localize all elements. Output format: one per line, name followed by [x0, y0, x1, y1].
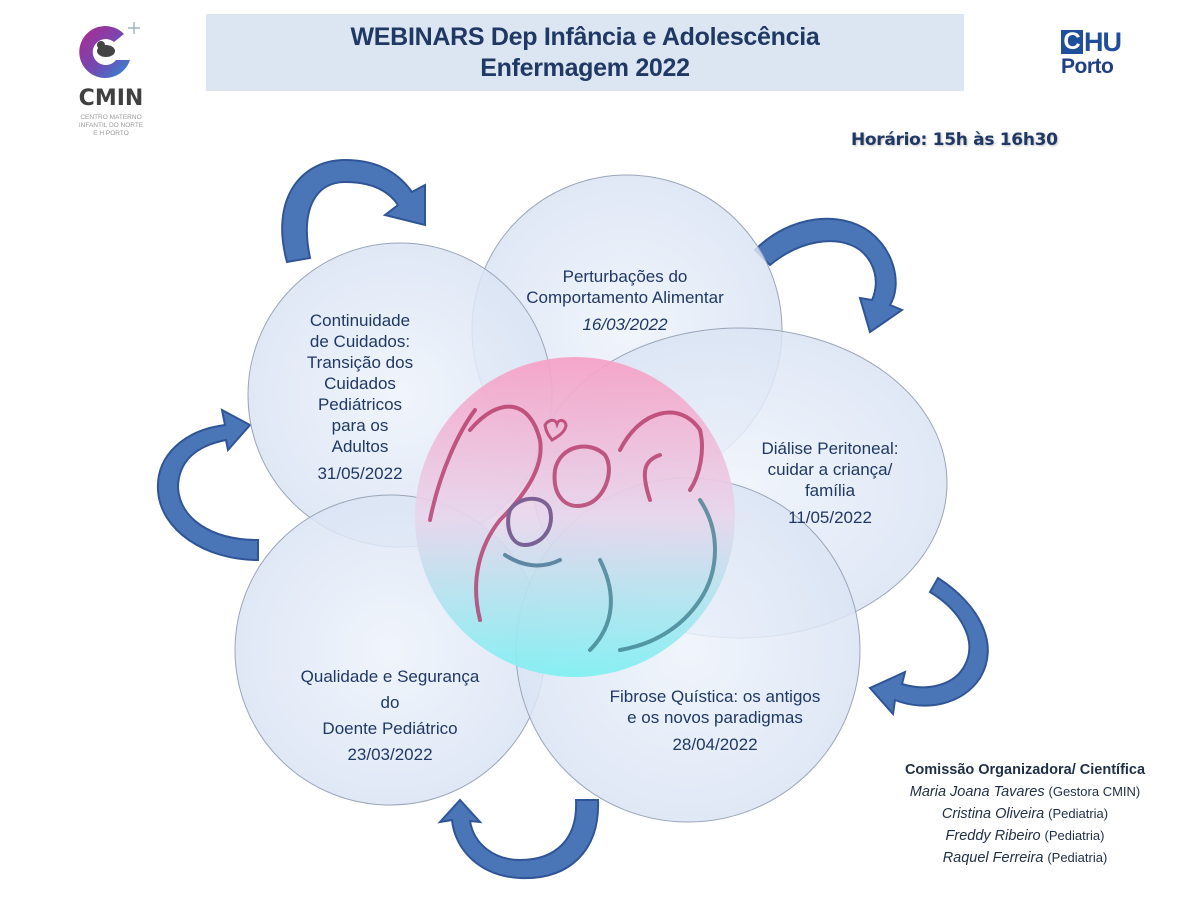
schedule-time: Horário: 15h às 16h30: [851, 130, 1058, 150]
member-name: Raquel Ferreira: [942, 850, 1044, 866]
cmin-subtitle-line: INFANTIL DO NORTE: [78, 122, 144, 129]
family-illustration-icon: [428, 404, 717, 652]
session-3-topic-line: Diálise Peritoneal:: [761, 439, 899, 458]
session-4-text: Fibrose Quística: os antigos e os novos …: [575, 686, 855, 755]
member-role: (Gestora CMIN): [1048, 784, 1141, 799]
session-1-topic-line: Cuidados: [324, 374, 396, 393]
chu-porto-logo: C HU Porto: [1058, 28, 1130, 84]
session-1-topic-line: Adultos: [331, 437, 389, 456]
session-1-topic-line: Pediátricos: [317, 395, 403, 414]
arrow-right: [868, 576, 989, 717]
committee-member: Cristina Oliveira (Pediatria): [870, 803, 1180, 825]
chu-logo-porto: Porto: [1061, 55, 1114, 78]
session-2-date: 16/03/2022: [582, 315, 668, 334]
chu-logo-c: C: [1061, 30, 1083, 54]
arrow-top-left: [281, 158, 426, 264]
session-5-topic-line: do: [380, 693, 400, 712]
arrow-bottom: [437, 798, 600, 880]
committee-heading: Comissão Organizadora/ Científica: [904, 762, 1146, 778]
title-banner: WEBINARS Dep Infância e Adolescência Enf…: [206, 14, 964, 91]
cmin-logo: CMIN CENTRO MATERNO INFANTIL DO NORTE E …: [68, 16, 158, 146]
member-name: Cristina Oliveira: [941, 806, 1045, 822]
cmin-logo-text: CMIN: [78, 86, 144, 111]
session-3-date: 11/05/2022: [788, 508, 872, 527]
committee-member: Raquel Ferreira (Pediatria): [870, 847, 1180, 869]
title-line-1: WEBINARS Dep Infância e Adolescência: [350, 22, 820, 51]
session-4-date: 28/04/2022: [672, 735, 758, 754]
cmin-subtitle-line: E H PORTO: [93, 130, 129, 137]
chu-logo-hu: HU: [1084, 27, 1122, 57]
committee-member: Maria Joana Tavares (Gestora CMIN): [870, 781, 1180, 803]
session-1-topic-line: Continuidade: [309, 311, 411, 330]
session-2-topic-line: Perturbações do: [562, 267, 688, 286]
session-4-topic-line: Fibrose Quística: os antigos: [609, 687, 821, 706]
session-3-topic-line: cuidar a criança/: [767, 460, 893, 479]
title-line-2: Enfermagem 2022: [480, 53, 690, 82]
session-3-topic-line: família: [804, 481, 856, 500]
session-2-topic-line: Comportamento Alimentar: [526, 288, 724, 307]
center-family-image: [415, 357, 735, 677]
session-4-topic-line: e os novos paradigmas: [627, 708, 803, 727]
session-5-topic-line: Qualidade e Segurança: [300, 667, 480, 686]
session-2-text: Perturbações do Comportamento Alimentar …: [490, 266, 760, 335]
session-5-date: 23/03/2022: [347, 745, 433, 764]
cmin-subtitle-line: CENTRO MATERNO: [80, 114, 142, 121]
committee-member: Freddy Ribeiro (Pediatria): [870, 825, 1180, 847]
cmin-emblem-icon: [79, 22, 140, 79]
session-1-date: 31/05/2022: [317, 464, 403, 483]
session-5-text: Qualidade e Segurança do Doente Pediátri…: [275, 664, 505, 768]
organizing-committee: Comissão Organizadora/ Científica Maria …: [870, 760, 1180, 869]
member-role: (Pediatria): [1047, 850, 1108, 865]
session-1-topic-line: para os: [331, 416, 389, 435]
session-1-topic-line: de Cuidados:: [309, 332, 411, 351]
cmin-logo-subtitle: CENTRO MATERNO INFANTIL DO NORTE E H POR…: [70, 114, 152, 138]
session-3-text: Diálise Peritoneal: cuidar a criança/ fa…: [725, 438, 935, 528]
arrow-left: [156, 408, 259, 562]
member-name: Freddy Ribeiro: [945, 828, 1041, 844]
session-5-topic-line: Doente Pediátrico: [322, 719, 458, 738]
arrow-top-right: [753, 217, 905, 334]
member-role: (Pediatria): [1044, 828, 1105, 843]
session-1-topic-line: Transição dos: [306, 353, 414, 372]
member-name: Maria Joana Tavares: [909, 784, 1045, 800]
member-role: (Pediatria): [1048, 806, 1109, 821]
session-1-text: Continuidade de Cuidados: Transição dos …: [260, 310, 460, 484]
